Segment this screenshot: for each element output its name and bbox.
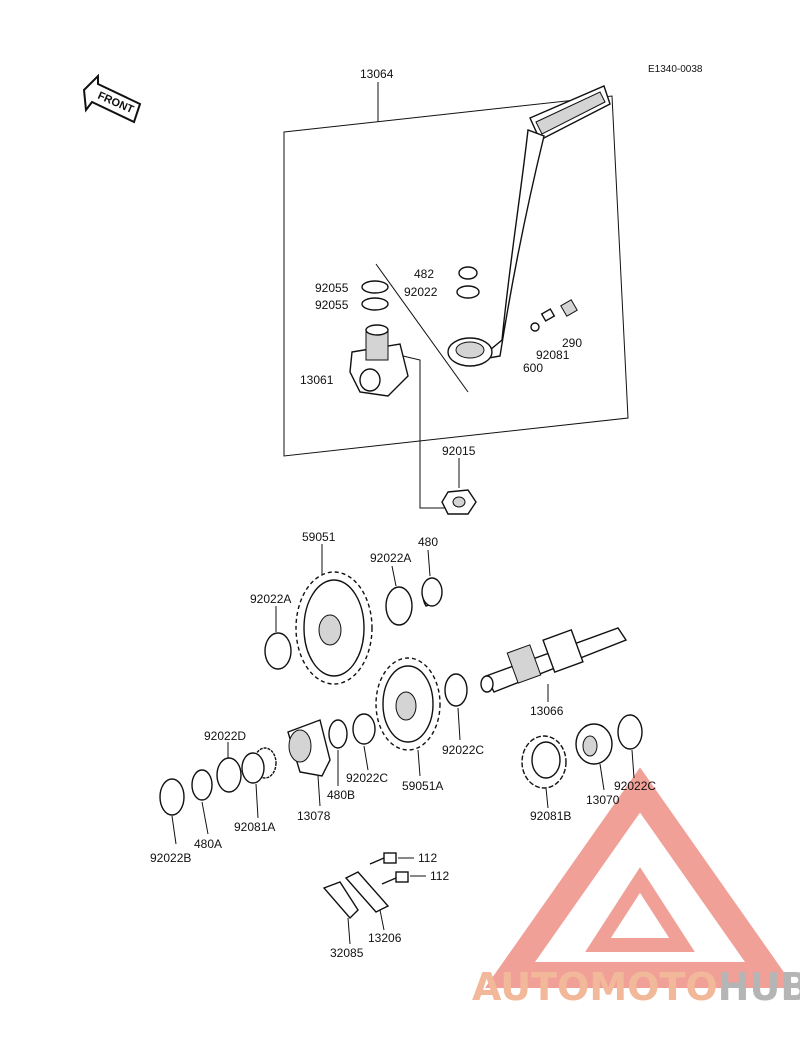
label-92022-top: 92022: [404, 285, 438, 299]
watermark-text: AUTOMOTOHUB: [472, 965, 800, 1009]
circlip-480-ring: [421, 577, 443, 607]
watermark-text-part1: AUTOMOTO: [472, 965, 718, 1009]
leader-480A: [201, 801, 209, 835]
washer-92022C-mid: [444, 673, 468, 707]
label-13064: 13064: [360, 67, 394, 81]
label-480: 480: [418, 535, 438, 549]
leader-32085: [347, 917, 351, 945]
diagram-code: E1340-0038: [648, 64, 703, 75]
label-92055-a: 92055: [315, 281, 349, 295]
gear-59051: [295, 571, 373, 685]
kick-shaft-13066: [480, 627, 628, 693]
leader-13206: [379, 909, 385, 931]
label-112-b: 112: [430, 869, 449, 883]
leader-pedal-shaft: [375, 263, 469, 393]
label-92022A-left: 92022A: [250, 592, 291, 606]
leader-92081A: [255, 783, 259, 819]
label-13066: 13066: [530, 704, 564, 718]
label-92015: 92015: [442, 444, 476, 458]
label-92022C-mid: 92022C: [442, 743, 484, 757]
leader-92022B: [171, 815, 177, 845]
label-92055-b: 92055: [315, 298, 349, 312]
leader-480: [427, 549, 431, 577]
spring-92081: [540, 308, 556, 322]
watermark-text-part2: HUB: [718, 965, 800, 1009]
leader-92022C-right: [631, 749, 635, 779]
label-112-a: 112: [418, 851, 437, 865]
washer-92022A-right: [385, 586, 413, 626]
spring-92081A-coil: [241, 752, 265, 784]
ring-92055-b: [361, 297, 389, 311]
circlip-480A: [191, 769, 213, 801]
leader-92022C-mid: [457, 707, 461, 741]
label-92081B: 92081B: [530, 809, 571, 823]
leader-92022A-right: [391, 565, 397, 587]
leader-boss-nut: [402, 355, 450, 509]
label-482: 482: [414, 267, 434, 281]
kick-pedal-assembly-frame: [283, 95, 629, 457]
plate-13206: [344, 871, 390, 913]
label-59051: 59051: [302, 530, 336, 544]
holder-13070: [575, 723, 613, 765]
ratchet-13078: [287, 719, 331, 777]
label-92022C-right: 92022C: [614, 779, 656, 793]
nut-hole: [452, 496, 466, 508]
label-13078: 13078: [297, 809, 331, 823]
label-480A: 480A: [194, 837, 222, 851]
leader-13070: [599, 763, 605, 791]
circlip-482: [458, 266, 478, 280]
leader-59051A: [417, 749, 421, 777]
front-arrow-icon: FRONT: [82, 73, 142, 124]
bolt-112-a: [369, 852, 397, 865]
leader-13078: [317, 775, 321, 807]
bolt-112-b: [381, 871, 409, 885]
label-92081A: 92081A: [234, 820, 275, 834]
label-480B: 480B: [327, 788, 355, 802]
gear-59051A: [375, 657, 441, 751]
label-600: 600: [523, 361, 543, 375]
label-13206: 13206: [368, 931, 402, 945]
label-92022C-left: 92022C: [346, 771, 388, 785]
kick-lever-boss-13061: [349, 324, 409, 397]
washer-92022B: [159, 778, 185, 816]
leader-92022C-left: [363, 745, 369, 771]
washer-92022C-left: [352, 713, 376, 745]
label-13061: 13061: [300, 373, 334, 387]
plate-32085: [322, 881, 359, 920]
washer-92022A-left: [264, 632, 292, 670]
label-59051A: 59051A: [402, 779, 443, 793]
washer-92022: [456, 285, 480, 299]
spring-92081B: [521, 735, 567, 789]
leader-92081B: [545, 787, 549, 809]
label-92081: 92081: [536, 348, 570, 362]
kick-pedal-arm: [447, 85, 611, 367]
cap-290: [560, 299, 578, 317]
washer-92022C-right: [617, 714, 643, 750]
circlip-480B: [328, 719, 348, 749]
label-13070: 13070: [586, 793, 620, 807]
washer-92022D: [216, 757, 242, 793]
label-32085: 32085: [330, 946, 364, 960]
watermark-logo: [484, 767, 796, 988]
label-92022D: 92022D: [204, 729, 246, 743]
label-92022B: 92022B: [150, 851, 191, 865]
ball-600: [530, 322, 540, 332]
label-290: 290: [562, 336, 582, 350]
label-92022A-right: 92022A: [370, 551, 411, 565]
ring-92055-a: [361, 280, 389, 294]
